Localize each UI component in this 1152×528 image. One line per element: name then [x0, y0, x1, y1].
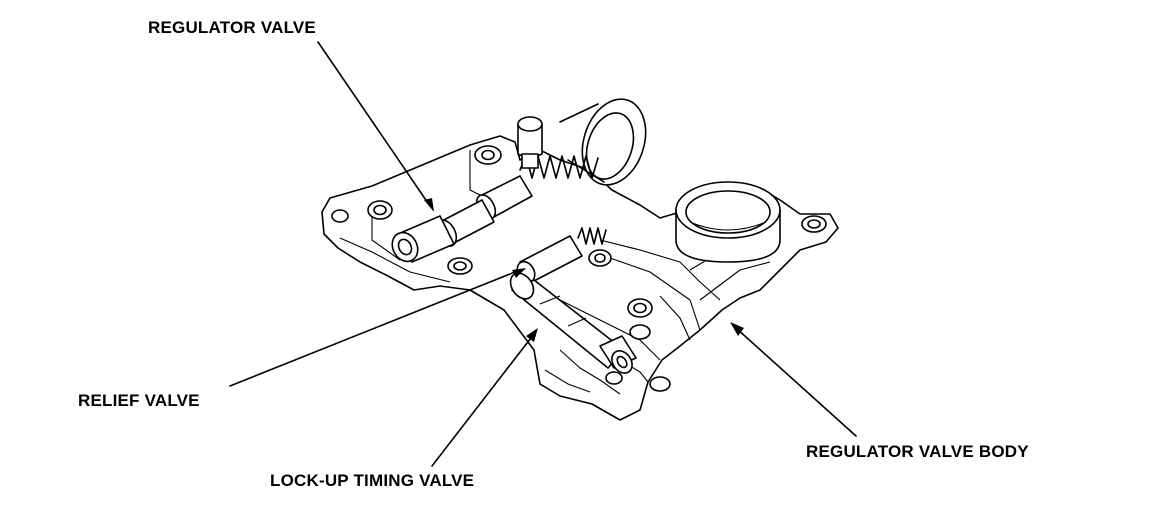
leader-lines: [229, 41, 857, 467]
leader-lock-up-timing-valve: [431, 333, 535, 467]
end-cover-plate: [559, 98, 647, 186]
mounting-holes: [331, 145, 827, 392]
label-regulator-valve: REGULATOR VALVE: [148, 18, 316, 37]
leader-relief-valve: [229, 269, 521, 387]
arrow-lock-up-timing-valve: [526, 328, 538, 342]
arrow-regulator-valve: [424, 198, 434, 212]
lock-up-timing-valve-spool: [509, 272, 637, 374]
label-lock-up-timing-valve: LOCK-UP TIMING VALVE: [270, 471, 475, 490]
label-regulator-valve-body: REGULATOR VALVE BODY: [806, 442, 1029, 461]
leader-regulator-valve-body: [735, 327, 857, 437]
label-relief-valve: RELIEF VALVE: [78, 391, 200, 410]
leader-regulator-valve: [317, 41, 431, 207]
arrow-relief-valve: [512, 268, 526, 278]
regulator-valve-spool: [391, 116, 599, 263]
relief-valve-spool: [516, 227, 607, 284]
bore-cylinder: [675, 181, 781, 263]
arrow-regulator-valve-body: [730, 322, 744, 336]
